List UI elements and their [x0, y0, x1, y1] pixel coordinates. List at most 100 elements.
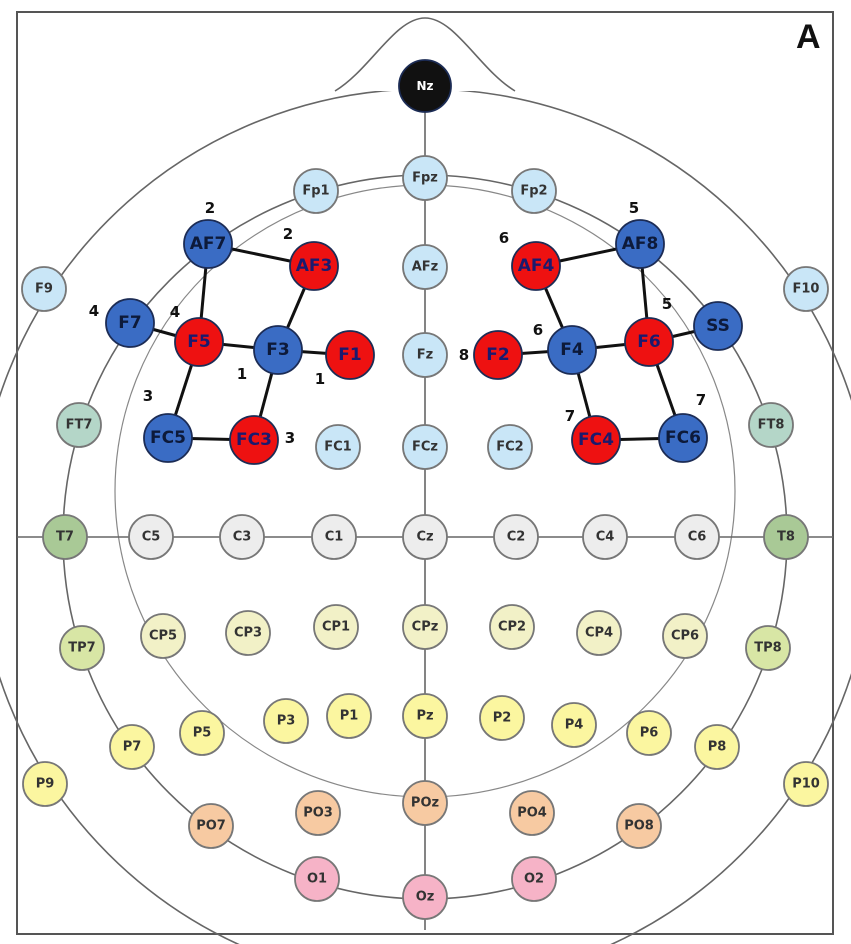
electrode-circle [674, 514, 720, 560]
electrode-f7: F7 [105, 298, 155, 348]
electrode-circle [229, 415, 279, 465]
panel-label: A [796, 18, 821, 56]
electrode-circle [128, 514, 174, 560]
electrode-label: F5 [187, 332, 210, 352]
electrode-pz: Pz [402, 693, 448, 739]
electrode-label: FC1 [324, 440, 351, 455]
electrode-circle [315, 424, 361, 470]
electrode-label: Nz [416, 79, 433, 93]
electrode-circle [140, 613, 186, 659]
electrode-circle [143, 413, 193, 463]
channel-number: 7 [565, 407, 575, 425]
channel-number: 7 [696, 391, 706, 409]
electrode-label: P5 [193, 726, 212, 741]
electrode-label: FC5 [150, 428, 186, 448]
electrode-f1: F1 [325, 330, 375, 380]
electrode-circle [626, 710, 672, 756]
electrode-circle [402, 424, 448, 470]
electrode-ft7: FT7 [56, 402, 102, 448]
electrode-p5: P5 [179, 710, 225, 756]
electrode-label: T8 [777, 530, 795, 545]
electrode-circle [402, 874, 448, 920]
electrode-label: Cz [416, 530, 433, 545]
electrode-label: C1 [325, 530, 344, 545]
electrode-label: FC2 [496, 440, 523, 455]
electrode-c2: C2 [493, 514, 539, 560]
electrode-af4: AF4 [511, 241, 561, 291]
electrode-fc3: FC3 [229, 415, 279, 465]
electrode-cp5: CP5 [140, 613, 186, 659]
electrode-label: CP3 [234, 626, 262, 641]
electrode-circle [694, 724, 740, 770]
electrode-p3: P3 [263, 698, 309, 744]
electrode-ft8: FT8 [748, 402, 794, 448]
channel-number: 6 [533, 321, 543, 339]
electrode-label: POz [411, 796, 439, 811]
electrode-p8: P8 [694, 724, 740, 770]
electrode-label: F3 [266, 340, 289, 360]
electrode-circle [763, 514, 809, 560]
electrode-circle [624, 317, 674, 367]
electrode-label: Fp2 [520, 184, 547, 199]
electrode-label: Fpz [412, 171, 438, 186]
electrode-f9: F9 [21, 266, 67, 312]
electrode-circle [21, 266, 67, 312]
electrode-fz: Fz [402, 332, 448, 378]
electrode-p4: P4 [551, 702, 597, 748]
electrode-label: P7 [123, 740, 142, 755]
electrode-label: P3 [277, 714, 296, 729]
electrode-oz: Oz [402, 874, 448, 920]
electrode-po8: PO8 [616, 803, 662, 849]
electrode-label: AF4 [518, 256, 555, 276]
electrode-fc5: FC5 [143, 413, 193, 463]
electrode-circle [402, 155, 448, 201]
electrode-label: AF8 [622, 234, 659, 254]
electrode-p6: P6 [626, 710, 672, 756]
electrode-label: P10 [792, 777, 820, 792]
electrode-circle [582, 514, 628, 560]
electrode-label: P6 [640, 726, 659, 741]
electrode-label: C6 [688, 530, 707, 545]
electrode-fc1: FC1 [315, 424, 361, 470]
electrode-label: FC6 [665, 428, 701, 448]
electrode-circle [225, 610, 271, 656]
channel-number: 4 [170, 303, 180, 321]
electrode-c6: C6 [674, 514, 720, 560]
electrode-fcz: FCz [402, 424, 448, 470]
electrode-label: AF3 [296, 256, 333, 276]
electrode-p10: P10 [783, 761, 829, 807]
electrode-circle [293, 168, 339, 214]
electrode-circle [294, 856, 340, 902]
electrode-circle [402, 332, 448, 378]
channel-number: 3 [143, 387, 153, 405]
electrode-label: CPz [412, 620, 439, 635]
electrode-c4: C4 [582, 514, 628, 560]
electrode-label: P8 [708, 740, 727, 755]
electrode-o1: O1 [294, 856, 340, 902]
electrode-f10: F10 [783, 266, 829, 312]
electrode-po4: PO4 [509, 790, 555, 836]
electrode-fp1: Fp1 [293, 168, 339, 214]
electrode-label: CP6 [671, 629, 699, 644]
electrode-circle [473, 330, 523, 380]
electrode-circle [511, 168, 557, 214]
electrode-circle [615, 219, 665, 269]
electrode-label: PO7 [196, 819, 226, 834]
electrode-po7: PO7 [188, 803, 234, 849]
electrode-circle [511, 241, 561, 291]
electrode-label: CP1 [322, 620, 350, 635]
electrode-p1: P1 [326, 693, 372, 739]
electrode-circle [487, 424, 533, 470]
electrode-cp4: CP4 [576, 610, 622, 656]
electrode-label: C3 [233, 530, 252, 545]
electrode-fc2: FC2 [487, 424, 533, 470]
electrode-label: F10 [793, 282, 820, 297]
electrode-label: Pz [416, 709, 433, 724]
electrode-circle [783, 266, 829, 312]
electrode-label: F7 [118, 313, 141, 333]
electrode-circle [59, 625, 105, 671]
electrode-circle [313, 604, 359, 650]
electrode-f6: F6 [624, 317, 674, 367]
